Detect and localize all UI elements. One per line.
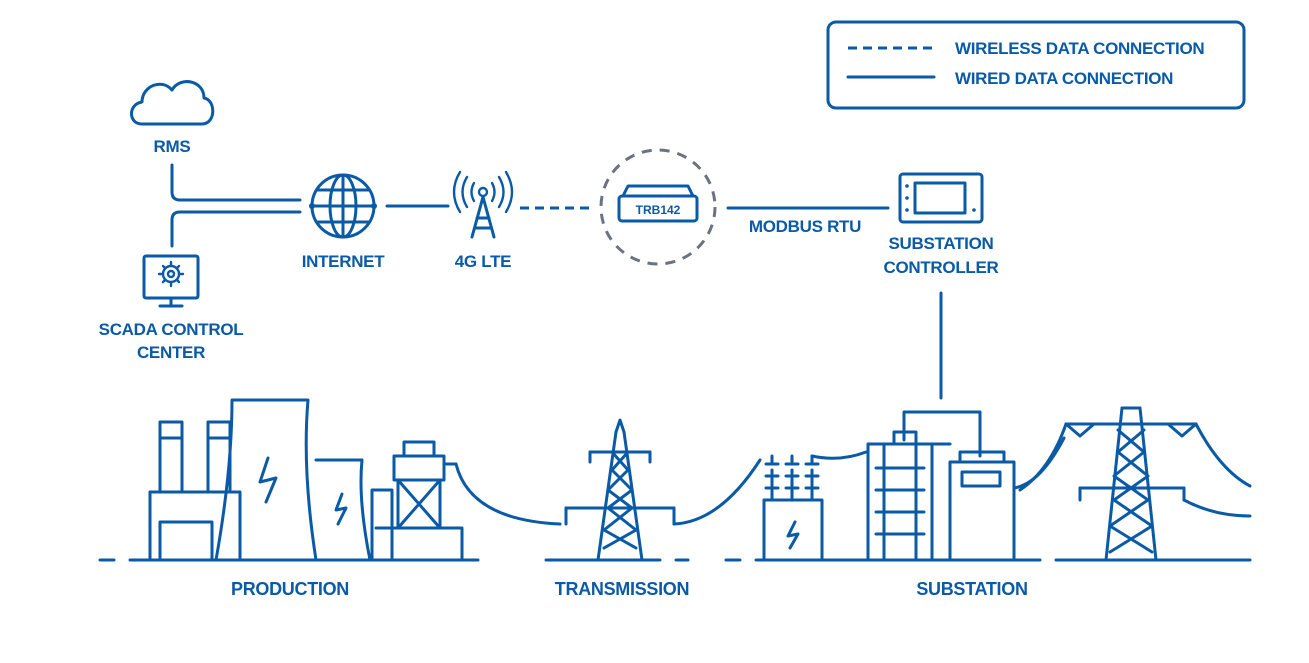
router-icon: TRB142: [617, 184, 699, 223]
router-highlight-ring: [599, 148, 717, 266]
controller-panel-icon: [898, 172, 984, 224]
legend-box: [826, 20, 1246, 110]
router-model-label: TRB142: [636, 203, 681, 217]
rms-label: RMS: [154, 137, 191, 156]
power-plant-icon: [148, 398, 562, 562]
internet-label: INTERNET: [302, 252, 386, 271]
cell-tower-icon: [452, 170, 514, 239]
modbus-label: MODBUS RTU: [749, 217, 861, 236]
scada-label-line2: CENTER: [137, 343, 205, 362]
transmission-label: TRANSMISSION: [555, 579, 689, 599]
legend-wireless-label: WIRELESS DATA CONNECTION: [955, 39, 1204, 58]
monitor-gear-icon: [142, 254, 200, 308]
transformer-icon: [762, 450, 868, 562]
globe-icon: [309, 173, 377, 239]
transmission-tower-icon: [564, 418, 762, 562]
substation-building-icon: [866, 410, 1066, 562]
legend: WIRELESS DATA CONNECTION WIRED DATA CONN…: [826, 20, 1246, 110]
rms-internet-link: [170, 163, 302, 202]
controller-label-line1: SUBSTATION: [889, 234, 994, 253]
lte-label: 4G LTE: [455, 252, 511, 271]
substation-label: SUBSTATION: [916, 579, 1027, 599]
legend-wired-label: WIRED DATA CONNECTION: [955, 69, 1173, 88]
pylon-icon: [1018, 406, 1252, 562]
controller-label-line2: CONTROLLER: [883, 258, 998, 277]
production-label: PRODUCTION: [231, 579, 349, 599]
scada-internet-link: [170, 210, 302, 248]
cloud-icon: [130, 80, 215, 126]
scada-label-line1: SCADA CONTROL: [99, 320, 244, 339]
